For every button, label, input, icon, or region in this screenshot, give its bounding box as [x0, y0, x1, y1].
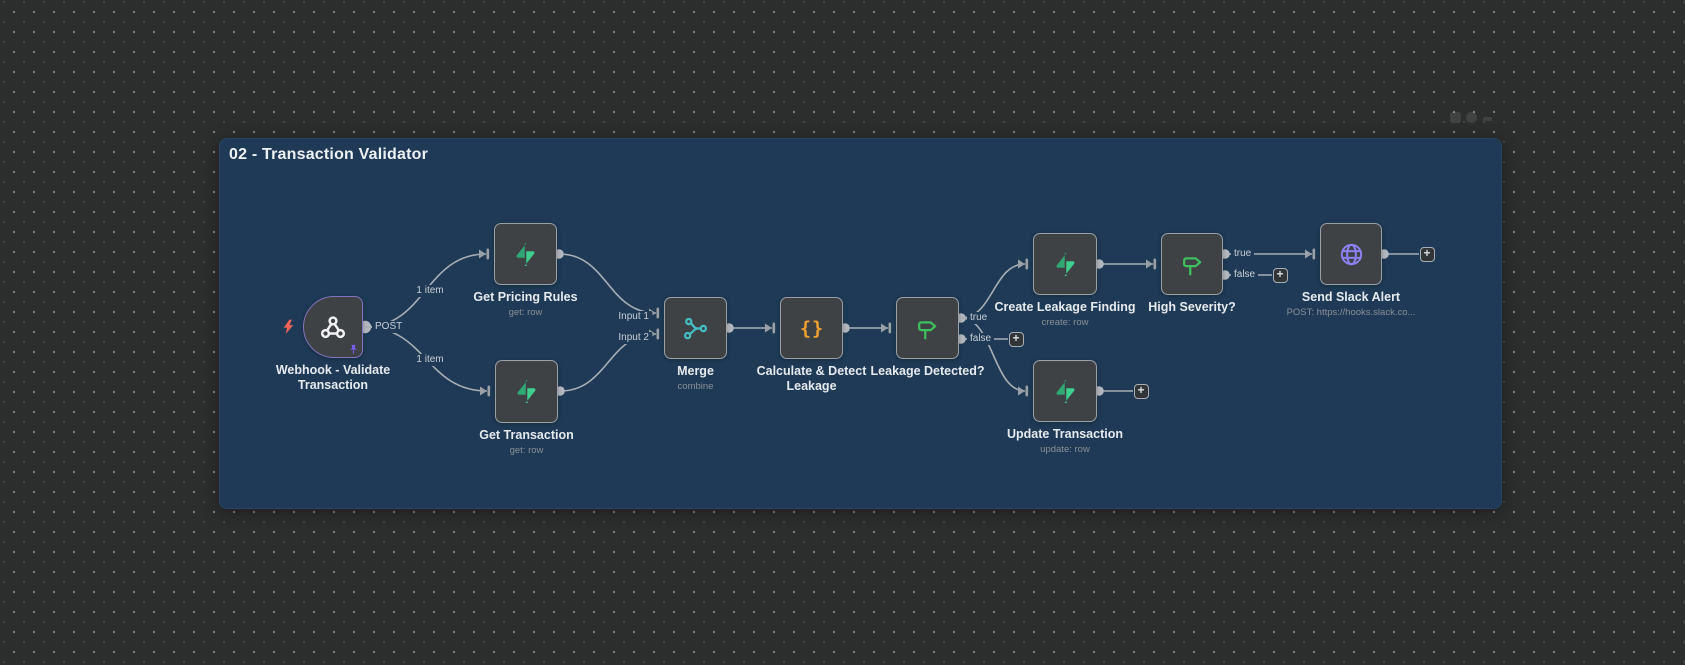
node-create-leakage-finding[interactable]: [1033, 233, 1097, 295]
error-bolt-icon: [283, 319, 294, 335]
canvas-control-ghost-pill: [1483, 117, 1492, 121]
canvas-control-ghost-square: [1450, 112, 1461, 123]
node-get-pricing-rules[interactable]: [494, 223, 557, 285]
node-high-severity[interactable]: [1161, 233, 1223, 295]
wire-label: Input 1: [615, 311, 652, 323]
node-calculate-detect-leakage[interactable]: {}: [780, 297, 843, 359]
svg-text:}: }: [812, 318, 823, 339]
supabase-icon: [1052, 378, 1079, 405]
if-icon: [1179, 251, 1206, 278]
canvas-control-ghost-circle: [1466, 112, 1477, 123]
add-node-button[interactable]: +: [1419, 246, 1435, 262]
add-node-button[interactable]: +: [1272, 267, 1288, 283]
supabase-icon: [1052, 251, 1079, 278]
node-leakage-detected[interactable]: [896, 297, 959, 359]
wire-label: 1 item: [413, 354, 447, 366]
node-get-transaction[interactable]: [495, 360, 558, 423]
sticky-note[interactable]: 02 - Transaction Validator: [219, 138, 1502, 509]
wire-label: POST: [372, 321, 406, 333]
wire-label: Input 2: [615, 332, 652, 344]
node-send-slack-alert[interactable]: [1320, 223, 1382, 285]
globe-icon: [1338, 241, 1365, 268]
merge-icon: [682, 315, 709, 342]
add-node-button[interactable]: +: [1008, 331, 1024, 347]
wire-label: true: [1231, 248, 1255, 260]
node-update-transaction[interactable]: [1033, 360, 1097, 422]
webhook-icon: [319, 313, 347, 341]
supabase-icon: [512, 241, 539, 268]
wire-label: true: [967, 312, 991, 324]
pin-icon[interactable]: [348, 344, 359, 355]
svg-text:{: {: [800, 318, 811, 339]
supabase-icon: [513, 378, 540, 405]
wire-label: false: [1231, 269, 1259, 281]
wire-label: 1 item: [413, 285, 447, 297]
code-icon: {}: [798, 315, 825, 342]
wire-label: false: [967, 333, 995, 345]
node-webhook-validate-transaction[interactable]: [283, 296, 363, 358]
node-merge[interactable]: [664, 297, 727, 359]
if-icon: [914, 315, 941, 342]
add-node-button[interactable]: +: [1133, 383, 1149, 399]
sticky-note-title: 02 - Transaction Validator: [229, 146, 429, 163]
